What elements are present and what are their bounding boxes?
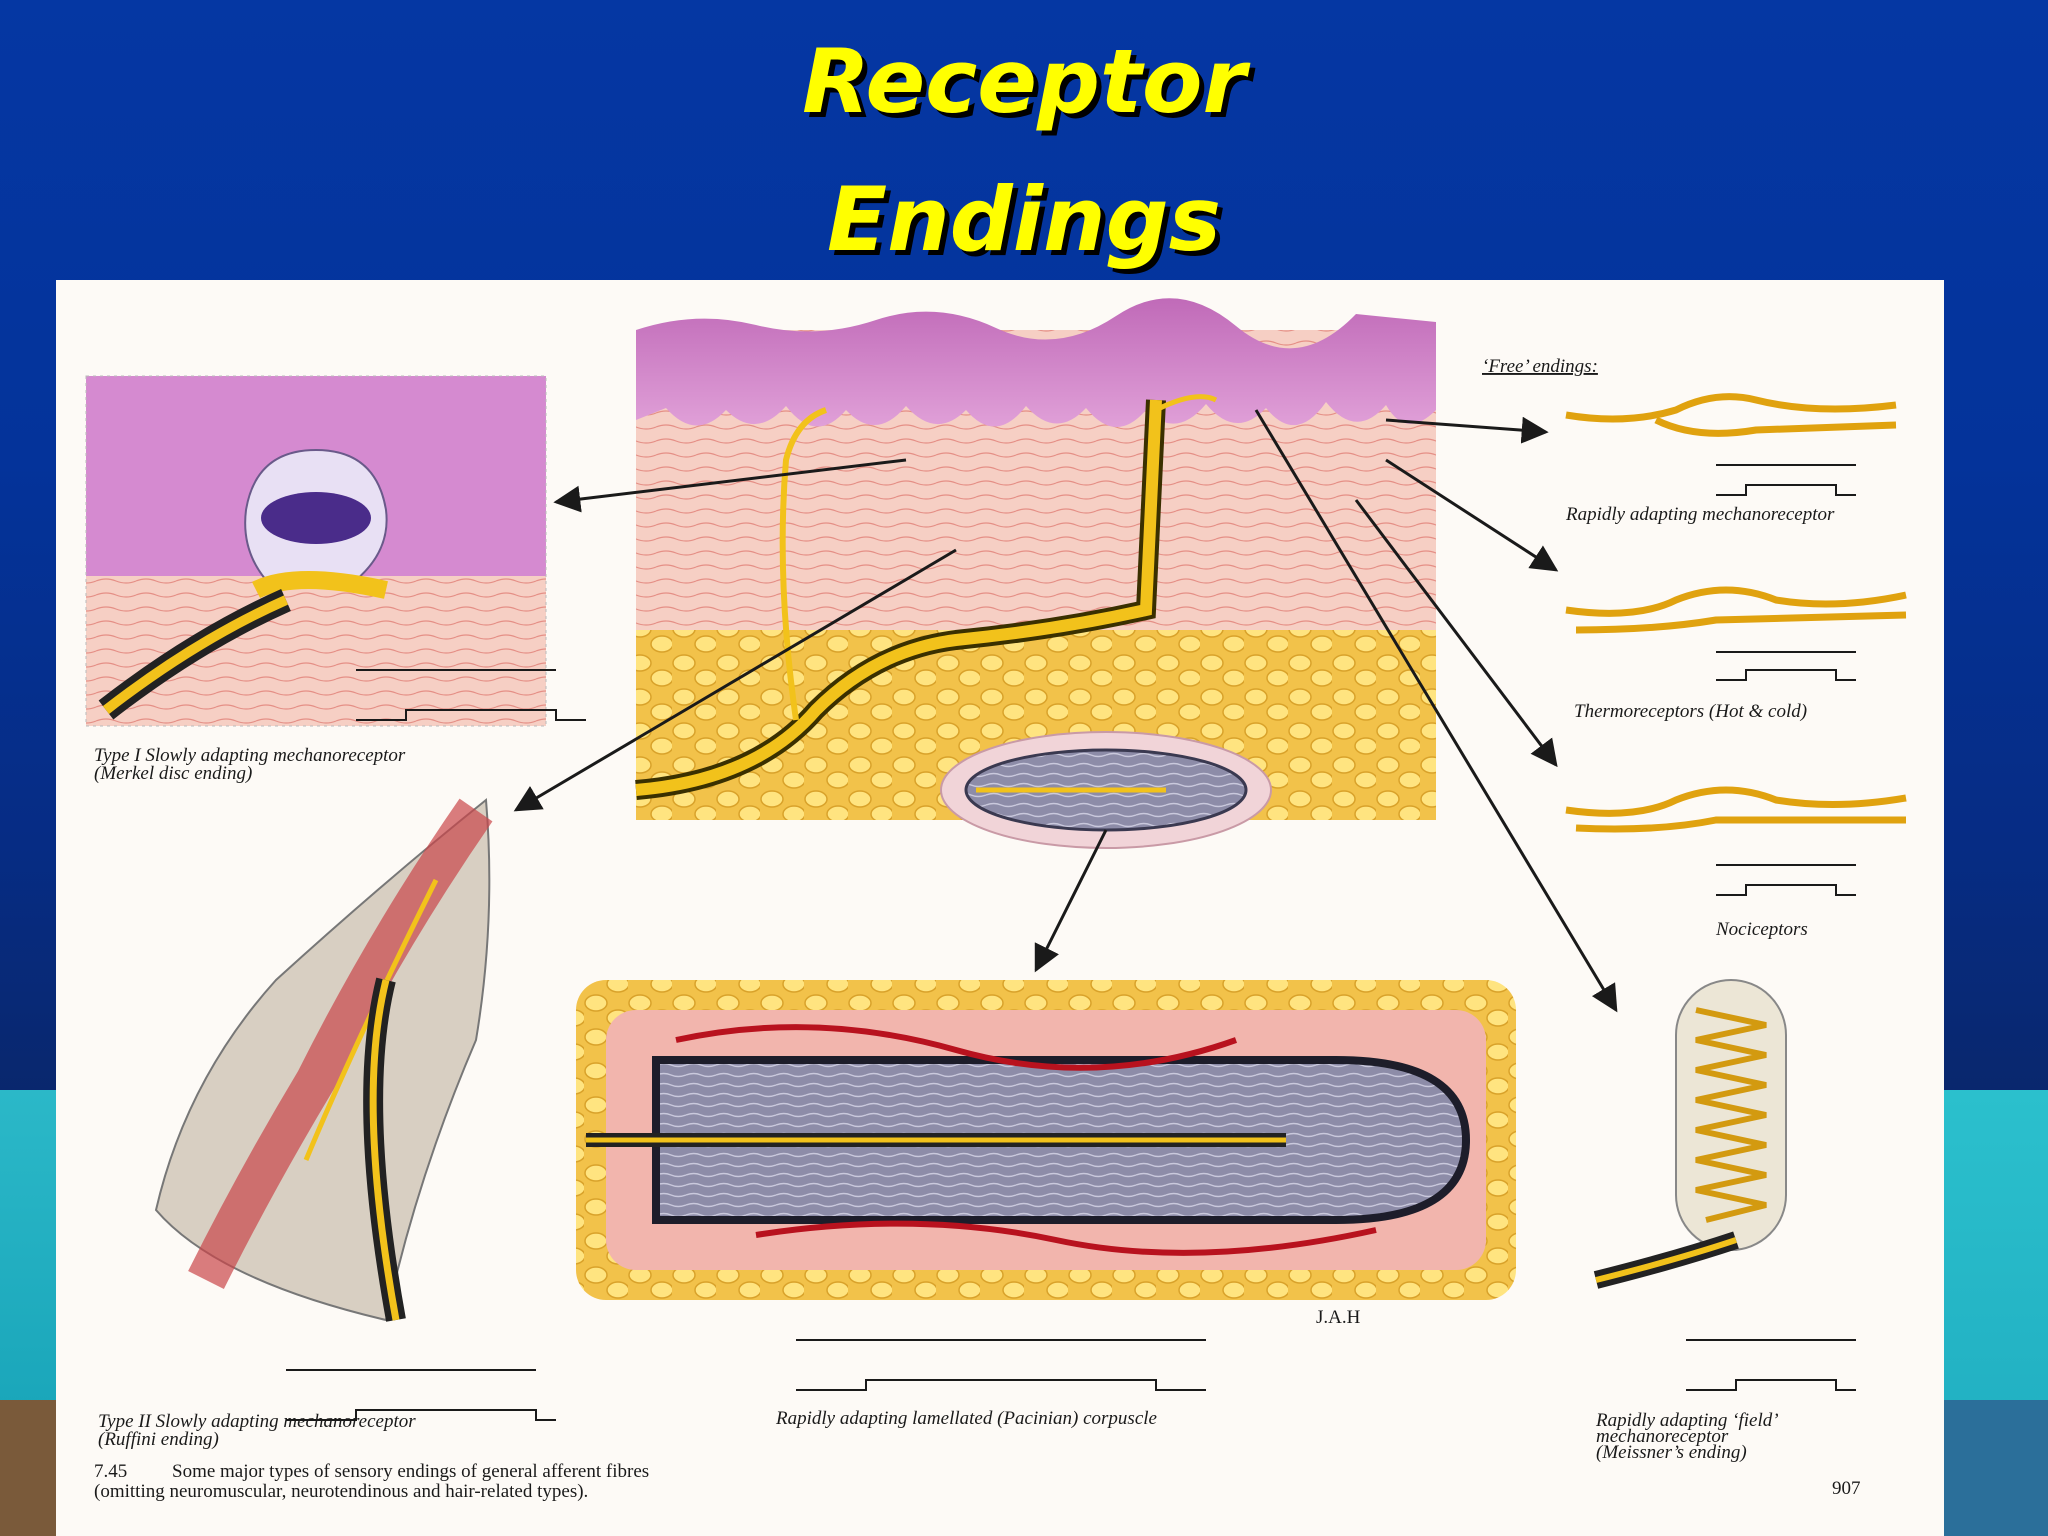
ruffini-ending-illustration [154,798,493,1322]
artist-signature: J.A.H [1316,1307,1361,1328]
label-meissner-line3: (Meissner’s ending) [1596,1442,1747,1463]
label-meissner-line1: Rapidly adapting ‘field’ [1595,1410,1779,1431]
free-endings-illustrations [1565,393,1907,833]
label-pacinian: Rapidly adapting lamellated (Pacinian) c… [775,1408,1157,1429]
label-merkel-line1: Type I Slowly adapting mechanoreceptor [94,745,406,766]
label-ruffini-line1: Type II Slowly adapting mechanoreceptor [98,1411,416,1432]
label-ruffini-line2: (Ruffini ending) [98,1429,219,1450]
caption-number: 7.45 [94,1461,127,1482]
caption-line1: Some major types of sensory endings of g… [172,1461,649,1482]
label-merkel-line2: (Merkel disc ending) [94,763,252,784]
sand-accent-left [0,1400,60,1536]
receptor-figure: ‘Free’ endings: Rapidly adapting mechano… [56,280,1944,1536]
free-endings-heading: ‘Free’ endings: [1482,356,1598,377]
pacinian-illustration [576,980,1516,1300]
teal-accent-right [1938,1090,2048,1410]
impulse-traces [286,464,1856,1421]
label-nociceptors: Nociceptors [1715,919,1808,940]
meissner-illustration [1593,979,1787,1289]
sand-accent-right [1938,1400,2048,1536]
receptor-illustration: ‘Free’ endings: Rapidly adapting mechano… [85,298,1907,1502]
slide-title-line2: Endings [827,168,1221,271]
pointer-arrows [513,409,1618,1013]
label-rapid-mechanoreceptor: Rapidly adapting mechanoreceptor [1565,504,1835,525]
label-thermoreceptors: Thermoreceptors (Hot & cold) [1574,701,1807,722]
caption-line2: (omitting neuromuscular, neurotendinous … [94,1481,588,1502]
slide-title-line1: Receptor [802,30,1246,133]
page-number: 907 [1832,1478,1861,1499]
label-meissner-line2: mechanoreceptor [1596,1426,1729,1447]
skin-section [635,298,1436,849]
merkel-ending-illustration [85,375,547,727]
teal-accent-left [0,1090,60,1410]
